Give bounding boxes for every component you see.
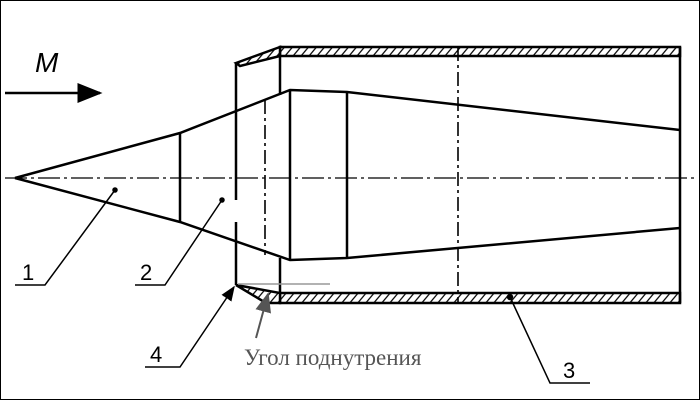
undercut-angle-caption: Угол поднутрения (244, 345, 422, 370)
label-2: 2 (140, 260, 152, 285)
label-1: 1 (22, 260, 34, 285)
casing-bottom-wall (278, 291, 682, 305)
label-4: 4 (150, 342, 162, 367)
section-lines (264, 47, 459, 303)
undercut-arrow-icon (255, 292, 271, 339)
leader-lines (15, 187, 590, 384)
casing-top-wall (278, 45, 682, 58)
flow-label: M (35, 47, 59, 78)
central-body (14, 88, 681, 262)
label-3: 3 (563, 358, 575, 383)
